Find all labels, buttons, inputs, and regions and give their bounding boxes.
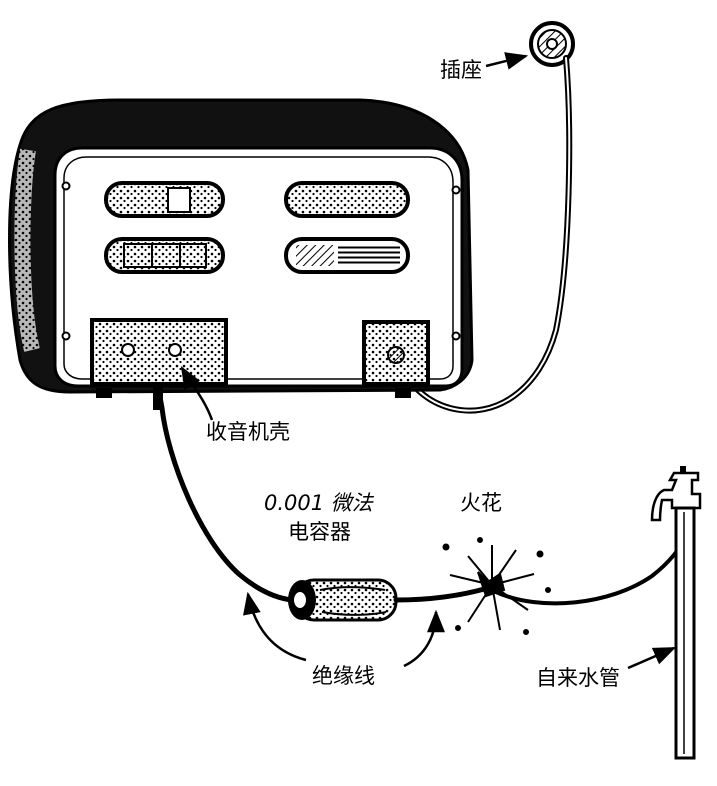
water-pipe	[674, 506, 696, 760]
wire-to-pipe	[494, 538, 686, 606]
water-pipe-label: 自来水管	[536, 666, 620, 690]
wire-arrow-left	[243, 591, 307, 662]
insulated-wire-label: 绝缘线	[312, 664, 375, 688]
radio-cabinet	[8, 98, 474, 398]
wall-socket-icon	[529, 21, 575, 67]
capacitor-label-line1: 0.001 微法	[264, 491, 373, 515]
capacitor-label-line2: 电容器	[288, 520, 351, 544]
wire-plug	[153, 384, 163, 410]
radio-case-label: 收音机壳	[206, 420, 290, 444]
pipe-arrow	[627, 646, 677, 670]
socket-label: 插座	[440, 58, 482, 82]
power-input-panel	[362, 320, 430, 386]
radio-case-arrow	[180, 366, 214, 421]
faucet-icon	[650, 466, 702, 522]
wire-arrow-right	[403, 609, 445, 668]
capacitor	[288, 578, 398, 622]
vent-slot	[284, 181, 410, 218]
vent-slot	[104, 181, 225, 218]
terminal-panel	[90, 318, 228, 386]
spark-label: 火花	[460, 491, 502, 515]
vent-slot	[104, 237, 225, 274]
insulated-wire-right	[393, 585, 491, 603]
spark-icon	[442, 537, 551, 635]
insulated-wire-left	[155, 383, 295, 603]
vent-slot	[284, 237, 410, 274]
socket-arrow	[485, 52, 529, 70]
